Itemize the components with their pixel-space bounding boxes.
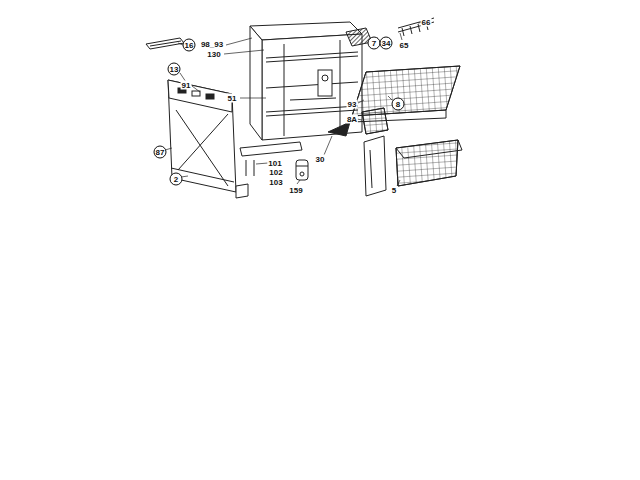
pump	[296, 160, 308, 180]
callout-number: 87	[154, 146, 167, 159]
illustration	[146, 18, 462, 198]
cup-shelf	[362, 108, 388, 134]
part-number: 93	[347, 100, 358, 109]
part-number: 130	[206, 50, 221, 59]
part-number: 91	[181, 81, 192, 90]
leader-lines	[165, 22, 424, 186]
top-rail	[146, 38, 184, 49]
silverware-basket	[398, 18, 434, 36]
part-number: 51	[227, 94, 238, 103]
callout-number: 34	[380, 37, 393, 50]
part-number: 102	[268, 168, 283, 177]
part-number: 101	[267, 159, 282, 168]
part-number: 5	[391, 186, 397, 195]
callout-number: 2	[170, 173, 183, 186]
callout-number: 8	[392, 98, 405, 111]
part-number: 8A	[346, 115, 358, 124]
part-number: 159	[288, 186, 303, 195]
tub	[250, 22, 362, 140]
lower-rack	[396, 140, 462, 186]
wedge	[328, 122, 350, 136]
part-number: 65	[399, 41, 410, 50]
callout-number: 16	[183, 39, 196, 52]
part-number: 103	[268, 178, 283, 187]
part-number: 98_93	[200, 40, 224, 49]
part-number: 30	[315, 155, 326, 164]
callout-number: 13	[168, 63, 181, 76]
part-number: 66	[421, 18, 432, 27]
side-panel	[364, 136, 386, 196]
